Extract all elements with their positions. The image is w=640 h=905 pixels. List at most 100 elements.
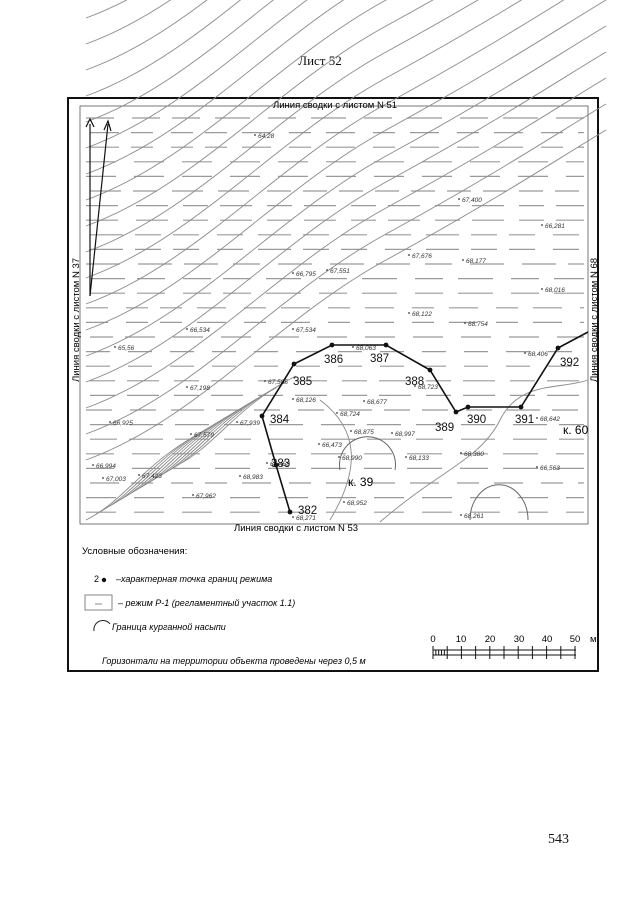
elevation-dot [414, 385, 416, 387]
elevation-label: 67,551 [330, 268, 350, 275]
elevation-label: 68,952 [347, 500, 367, 507]
boundary-point-dot [287, 509, 293, 515]
boundary-point-dot [427, 367, 433, 373]
mound-label-60: к. 60 [563, 423, 589, 437]
elevation-label: 68,997 [395, 431, 415, 438]
boundary-point-dot [453, 409, 459, 415]
elevation-label: 66,563 [540, 465, 560, 472]
legend-point-number: 2 [94, 574, 99, 584]
elevation-dot [458, 198, 460, 200]
elevation-label: 67,939 [240, 420, 260, 427]
elevation-dot [338, 456, 340, 458]
elevation-dot [239, 475, 241, 477]
elevation-label: 67,579 [194, 432, 214, 439]
boundary-point-dot [555, 345, 561, 351]
elevation-label: 67,400 [462, 197, 482, 204]
elevation-label: 68,016 [545, 287, 565, 294]
elevation-label: 68,754 [468, 321, 488, 328]
elevation-dot [524, 352, 526, 354]
elevation-marks: 64,28 67,400 66,281 67,676 68,177 66,795 67,55… [92, 133, 565, 522]
elevation-dot [318, 443, 320, 445]
page-number: 543 [548, 832, 569, 847]
contour-interval-note: Горизонтали на территории объекта провед… [102, 656, 366, 666]
elevation-label: 68,126 [296, 397, 316, 404]
scale-tick-50: 50 [570, 634, 581, 645]
elevation-dot [292, 398, 294, 400]
elevation-label: 67,962 [196, 493, 216, 500]
elevation-dot [186, 386, 188, 388]
elevation-label: 66,994 [96, 463, 116, 470]
elevation-dot [292, 516, 294, 518]
elevation-label: 68,458 [270, 461, 290, 468]
elevation-label: 66,925 [113, 420, 133, 427]
elevation-dot [264, 380, 266, 382]
mound-label-39: к. 39 [348, 475, 374, 489]
elevation-dot [254, 134, 256, 136]
legend-mound-text: Граница курганной насыпи [112, 622, 226, 632]
mound-boundary-60 [469, 484, 529, 521]
scale-tick-20: 20 [485, 634, 496, 645]
elevation-dot [326, 269, 328, 271]
elevation-dot [292, 328, 294, 330]
elevation-dot [102, 477, 104, 479]
boundary-point-label: 389 [435, 422, 454, 434]
elevation-label: 68,983 [243, 474, 263, 481]
elevation-label: 68,177 [466, 258, 486, 265]
elevation-dot [190, 433, 192, 435]
elevation-dot [462, 259, 464, 261]
elevation-label: 66,534 [190, 327, 210, 334]
elevation-dot [536, 466, 538, 468]
elevation-dot [109, 421, 111, 423]
boundary-point-label: 386 [324, 354, 343, 366]
legend-regime-text: – режим Р-1 (регламентный участок 1.1) [117, 598, 295, 608]
elevation-label: 67,676 [412, 253, 432, 260]
boundary-point-label: 385 [293, 376, 312, 388]
boundary-point-label: 388 [405, 376, 424, 388]
edge-label-bottom: Линия сводки с листом N 53 [234, 523, 358, 534]
elevation-label: 66,795 [296, 271, 316, 278]
boundary-point-dot [291, 361, 297, 367]
legend-title: Условные обозначения: [82, 546, 187, 557]
scale-tick-30: 30 [514, 634, 525, 645]
legend-point-text: –характерная точка границ режима [115, 574, 272, 584]
elevation-dot [350, 430, 352, 432]
elevation-dot [541, 224, 543, 226]
edge-label-left: Линия сводки с листом N 37 [71, 258, 82, 382]
elevation-dot [408, 312, 410, 314]
boundary-point-label: 383 [271, 458, 290, 470]
boundary-point-dot [329, 342, 335, 348]
elevation-dot [541, 288, 543, 290]
elevation-label: 68,133 [409, 455, 429, 462]
elevation-label: 68,642 [540, 416, 560, 423]
elevation-label: 68,261 [464, 513, 484, 520]
elevation-label: 67,198 [190, 385, 210, 392]
elevation-dot [292, 272, 294, 274]
elevation-label: 68,063 [356, 345, 376, 352]
elevation-label: 67,003 [106, 476, 126, 483]
legend-point-dot-icon [101, 577, 107, 583]
elevation-label: 65,56 [118, 345, 135, 352]
elevation-dot [391, 432, 393, 434]
boundary-point-label: 384 [270, 414, 290, 426]
elevation-label: 68,723 [418, 384, 438, 391]
elevation-label: 68,406 [528, 351, 548, 358]
elevation-label: 68,271 [296, 515, 316, 522]
scale-tick-10: 10 [456, 634, 467, 645]
elevation-dot [186, 328, 188, 330]
elevation-dot [192, 494, 194, 496]
edge-label-top: Линия сводки с листом N 51 [273, 100, 397, 111]
contour-lines [85, 0, 607, 523]
boundary-point-label: 391 [515, 414, 534, 426]
elevation-dot [343, 501, 345, 503]
scale-tick-40: 40 [542, 634, 553, 645]
boundary-point-label: 382 [298, 505, 317, 517]
elevation-label: 66,281 [545, 223, 565, 230]
elevation-dot [408, 254, 410, 256]
boundary-point-label: 387 [370, 353, 389, 365]
elevation-label: 64,28 [258, 133, 275, 140]
elevation-label: 68,990 [342, 455, 362, 462]
legend-regime-swatch [84, 594, 113, 611]
edge-label-right: Линия сводки с листом N 68 [589, 258, 600, 382]
